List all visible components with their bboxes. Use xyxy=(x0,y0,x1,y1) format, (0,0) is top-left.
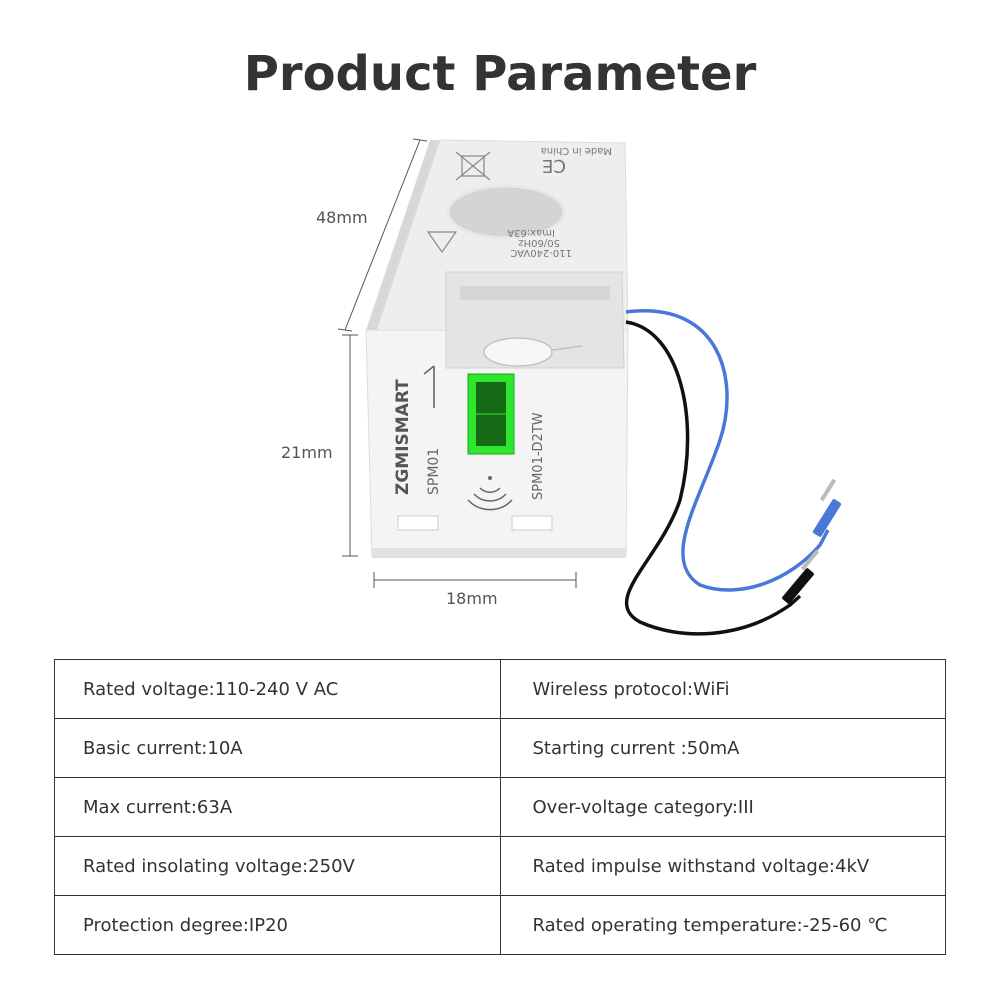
spec-cell: Rated operating temperature:-25-60 ℃ xyxy=(499,895,946,955)
ce-mark: CE xyxy=(542,155,566,176)
rating-line-2: 50/60Hz xyxy=(518,237,560,248)
page-title: Product Parameter xyxy=(243,46,757,102)
top-hole xyxy=(446,184,566,240)
spec-cell: Rated impulse withstand voltage:4kV xyxy=(499,836,946,896)
spec-cell: Starting current :50mA xyxy=(499,718,946,778)
spec-cell: Rated insolating voltage:250V xyxy=(54,836,501,896)
table-row: Protection degree:IP20 Rated operating t… xyxy=(54,895,946,955)
dimension-width-label: 18mm xyxy=(446,589,498,608)
spec-cell: Basic current:10A xyxy=(54,718,501,778)
rating-line-1: 110-240VAC xyxy=(510,247,572,258)
spec-cell: Over-voltage category:III xyxy=(499,777,946,837)
table-row: Rated voltage:110-240 V AC Wireless prot… xyxy=(54,659,946,719)
product-figure: 48mm 21mm 18mm xyxy=(281,138,842,636)
brand-logo: ZGMISMART xyxy=(393,379,413,495)
device-body: CE Made in China 110-240VAC 50/60Hz Imax… xyxy=(365,139,629,558)
spec-table: Rated voltage:110-240 V AC Wireless prot… xyxy=(54,659,946,955)
table-row: Max current:63A Over-voltage category:II… xyxy=(54,777,946,837)
recycle-bin-icon xyxy=(455,151,491,181)
warning-triangle-icon xyxy=(426,231,458,254)
dimension-length-label: 48mm xyxy=(316,208,368,227)
model-left: SPM01 xyxy=(426,448,442,495)
made-in-label: Made in China xyxy=(541,145,612,156)
wifi-icon xyxy=(467,476,513,511)
clip-left xyxy=(397,515,439,531)
dimension-length: 48mm xyxy=(316,138,428,332)
dimension-width: 18mm xyxy=(373,572,577,608)
dimension-height: 21mm xyxy=(281,334,358,557)
spec-cell: Protection degree:IP20 xyxy=(54,895,501,955)
spec-cell: Rated voltage:110-240 V AC xyxy=(54,659,501,719)
spec-cell: Max current:63A xyxy=(54,777,501,837)
table-row: Basic current:10A Starting current :50mA xyxy=(54,718,946,778)
clamp-tab xyxy=(483,337,553,367)
clip-right xyxy=(511,515,553,531)
pairing-button[interactable] xyxy=(467,373,515,455)
model-right: SPM01-D2TW xyxy=(531,412,546,500)
dimension-height-label: 21mm xyxy=(281,443,333,462)
wires xyxy=(624,309,842,636)
spec-cell: Wireless protocol:WiFi xyxy=(499,659,946,719)
rating-line-3: Imax:63A xyxy=(507,227,555,238)
table-row: Rated insolating voltage:250V Rated impu… xyxy=(54,836,946,896)
